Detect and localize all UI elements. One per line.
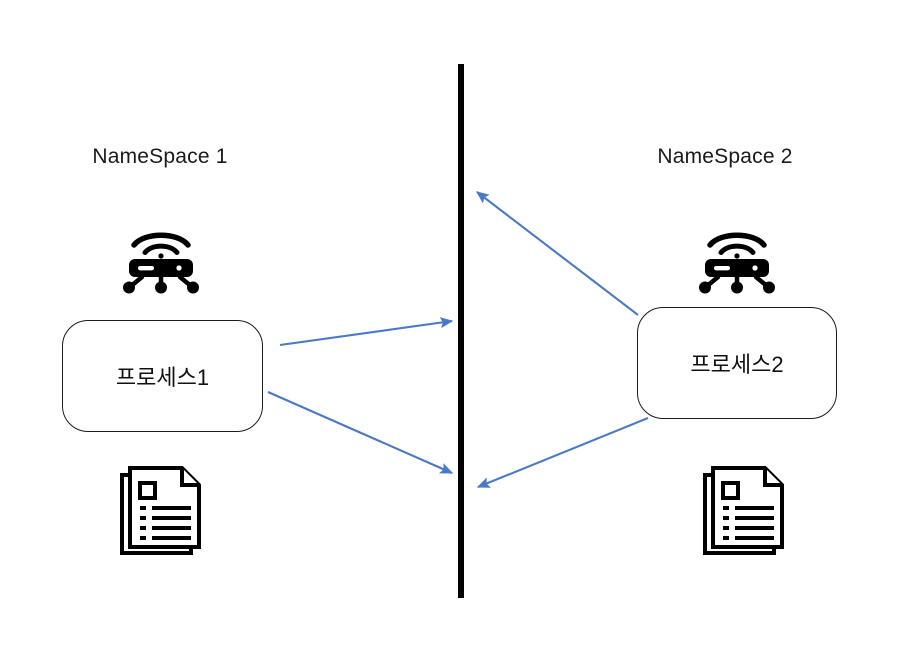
arrow-process2-to-boundary-lower [476,417,649,488]
documents-stack-icon [702,461,790,561]
process-1-label: 프로세스1 [115,365,210,390]
process-2-label: 프로세스2 [690,352,784,377]
arrow-process1-to-boundary-upper [279,317,454,347]
wireless-router-icon [692,224,782,294]
arrow-process2-to-boundary-upper [475,191,639,316]
documents-stack-icon [119,461,207,561]
arrow-process1-to-boundary-lower [267,391,454,474]
process-2-node[interactable]: 프로세스2 [637,307,837,419]
namespace-1-title: NameSpace 1 [92,145,228,168]
namespace-2-title: NameSpace 2 [657,145,793,168]
process-1-node[interactable]: 프로세스1 [62,320,263,432]
wireless-router-icon [116,224,206,294]
